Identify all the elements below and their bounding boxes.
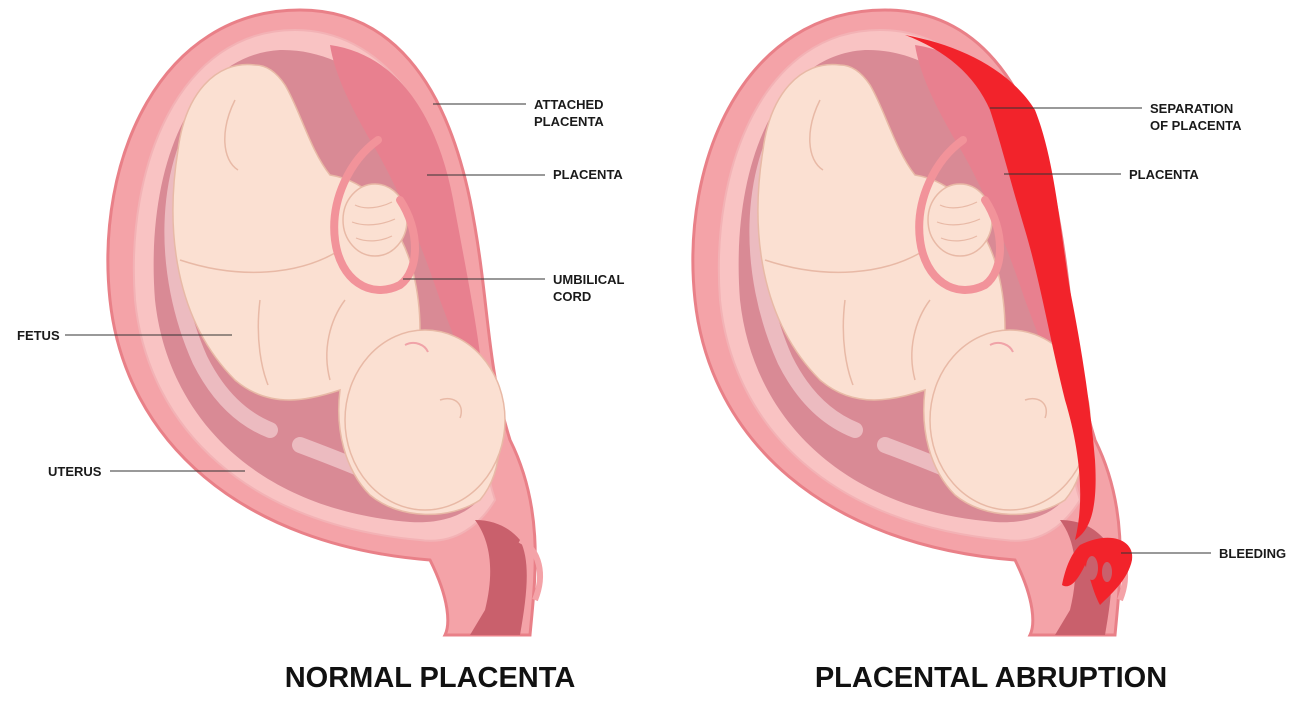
label-uterus: UTERUS [48,464,102,479]
separation-blood [905,35,1096,540]
label-attached-placenta-line2: PLACENTA [534,114,604,129]
panel-normal: ATTACHED PLACENTA PLACENTA UMBILICAL COR… [17,10,625,694]
label-attached-placenta-line1: ATTACHED [534,97,604,112]
label-separation-line1: SEPARATION [1150,101,1233,116]
title-placental-abruption: PLACENTAL ABRUPTION [815,662,1167,694]
label-umbilical-cord-line1: UMBILICAL [553,272,625,287]
label-fetus: FETUS [17,328,60,343]
panel-abruption: SEPARATION OF PLACENTA PLACENTA BLEEDING… [693,10,1286,694]
label-placenta-abruption: PLACENTA [1129,167,1199,182]
label-separation-line2: OF PLACENTA [1150,118,1242,133]
title-normal-placenta: NORMAL PLACENTA [285,662,576,694]
label-umbilical-cord-line2: CORD [553,289,591,304]
label-placenta-normal: PLACENTA [553,167,623,182]
label-bleeding: BLEEDING [1219,546,1286,561]
